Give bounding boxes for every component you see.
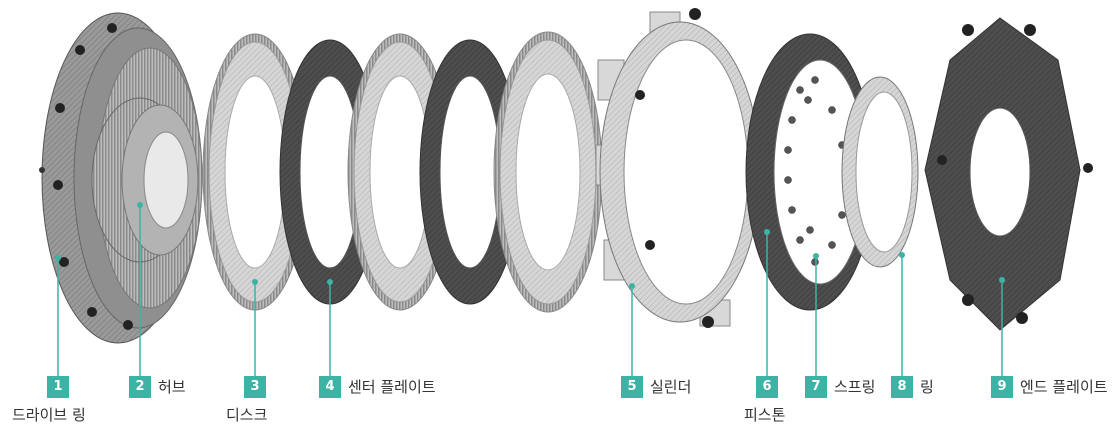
part-number-badge-5: 5	[621, 376, 643, 398]
part-number-badge-3: 3	[244, 376, 266, 398]
part-label-piston: 피스톤	[744, 406, 786, 424]
disc-part-2	[347, 33, 453, 311]
part-label-cylinder: 실린더	[650, 378, 692, 396]
ring-part	[841, 76, 919, 268]
part-number-badge-8: 8	[891, 376, 913, 398]
hub-part	[91, 97, 199, 263]
piston-part	[745, 33, 875, 311]
part-number-badge-2: 2	[129, 376, 151, 398]
part-number-badge-4: 4	[319, 376, 341, 398]
part-number-badge-6: 6	[756, 376, 778, 398]
part-number-badge-7: 7	[805, 376, 827, 398]
cylinder-part	[595, 8, 761, 328]
part-label-drive-ring: 드라이브 링	[12, 406, 86, 424]
part-label-spring: 스프링	[834, 378, 876, 396]
part-label-center-plate: 센터 플레이트	[348, 378, 436, 396]
part-label-disc: 디스크	[226, 406, 268, 424]
disc-part-3	[493, 31, 603, 313]
leader-lines	[57, 205, 1003, 378]
leader-dots	[55, 202, 1005, 289]
disc-part	[202, 33, 308, 311]
part-label-hub: 허브	[158, 378, 186, 396]
part-number-badge-9: 9	[991, 376, 1013, 398]
center-plate-part-2	[419, 39, 521, 305]
part-label-ring: 링	[920, 378, 934, 396]
part-number-badge-1: 1	[47, 376, 69, 398]
part-label-end-plate: 엔드 플레이트	[1020, 378, 1108, 396]
end-plate-part	[924, 17, 1093, 331]
